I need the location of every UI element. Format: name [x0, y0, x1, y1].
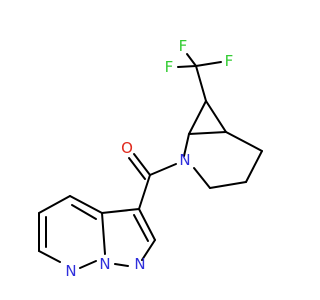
atom-fluorine-3: F — [225, 52, 234, 70]
bond-pyrazole-c3-c3a — [101, 208, 140, 214]
bond-pyrazole-c3a-n7 — [101, 212, 106, 255]
bond-carbonyl-o-2 — [128, 157, 146, 180]
bond-pyridazine-n-n — [79, 260, 97, 269]
bond-cf3-c-f1 — [186, 53, 197, 67]
bond-ring-c-n — [183, 133, 190, 157]
bond-pyridazine-c3a-c4 — [69, 195, 103, 214]
bond-pyrazole-c3-c2 — [138, 208, 156, 241]
bond-n-carbonyl — [149, 163, 177, 176]
bond-pyrazole-c3-c2-inner — [133, 214, 149, 242]
bond-pyridazine-c4-c5 — [38, 195, 71, 214]
atom-oxygen: O — [121, 139, 133, 157]
atom-nitrogen-bridgehead: N — [99, 255, 110, 273]
atom-fluorine-1: F — [179, 37, 188, 55]
atom-fluorine-2: F — [165, 58, 174, 76]
bond-ring-n-ch2 — [193, 167, 211, 189]
bond-cyclopropane-b — [205, 100, 227, 133]
bond-cf3-c-f2 — [177, 65, 197, 68]
bond-carbonyl-o-1 — [133, 153, 151, 176]
atom-nitrogen-ring: N — [179, 151, 190, 169]
molecule-structure: F F F O N N N N — [38, 37, 263, 280]
bond-carbonyl-heteroaryl — [138, 174, 151, 210]
bond-pyridazine-c6-n — [38, 250, 61, 263]
bond-cyclopropane-a — [188, 100, 207, 135]
atom-nitrogen-pyrazole: N — [134, 255, 145, 273]
bond-cf3-ring — [195, 65, 207, 102]
bond-pyrazole-n1-n7 — [114, 263, 129, 267]
atom-nitrogen-pyridazine: N — [65, 262, 76, 280]
bond-ring-ch2-ch2 — [209, 181, 247, 189]
bond-cf3-c-f3 — [195, 61, 222, 67]
bond-ring-ch2-cp — [225, 131, 263, 152]
bond-pyrazole-c2-n1 — [141, 239, 156, 261]
bond-cyclopropane-c — [188, 131, 227, 135]
bond-ring-ch2-ch2b — [245, 150, 263, 183]
bond-pyridazine-c3a-c4-inner — [71, 204, 97, 220]
